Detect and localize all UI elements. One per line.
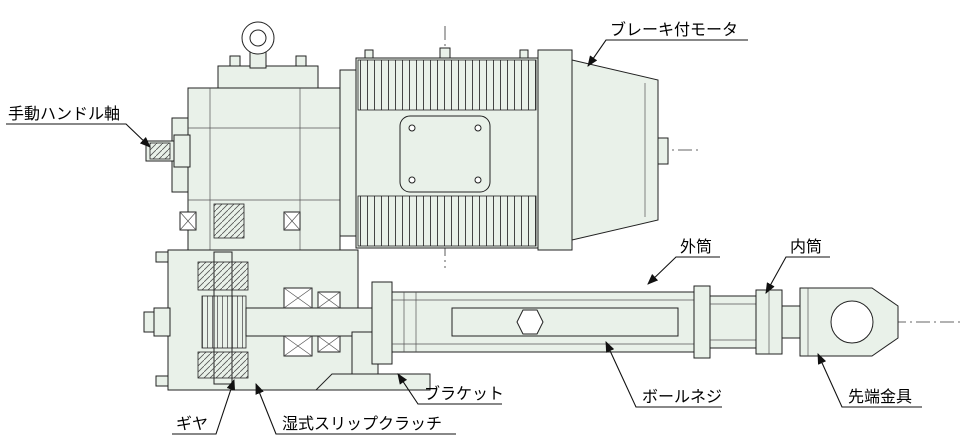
bolt-stub: [155, 251, 169, 263]
leader-wet-slip-clutch: [255, 382, 456, 435]
motor-top-stub: [439, 47, 451, 59]
brake-cone: [571, 59, 659, 241]
end-fitting-hole: [830, 300, 874, 344]
handle-shaft-collar: [173, 134, 191, 168]
taper-bearing: [283, 287, 313, 309]
leader-lines: [6, 39, 922, 435]
plate-screw: [408, 176, 416, 184]
bearing: [179, 211, 197, 231]
leader-ball-screw: [605, 341, 722, 408]
left-shaft-cap: [143, 311, 155, 333]
motor-fins-top: [357, 59, 537, 111]
upper-gear-section: [213, 203, 245, 239]
leader-manual-handle-shaft: [6, 123, 151, 148]
cylinder-assembly: [371, 281, 899, 365]
motor-terminal-plate: [399, 115, 491, 193]
label-brake-motor: ブレーキ付モータ: [610, 20, 738, 39]
taper-bearing: [283, 335, 313, 357]
bracket-base-plate: [314, 373, 431, 391]
gear-bottom: [197, 351, 249, 379]
brake-release-stub: [657, 137, 669, 165]
leader-bracket: [397, 373, 502, 405]
bolt-boss: [229, 55, 241, 67]
ball-nut-hex: [516, 309, 544, 335]
bolt-boss: [295, 55, 307, 67]
slip-clutch-pack: [201, 295, 247, 349]
motor-front-flange: [339, 69, 357, 237]
label-bracket: ブラケット: [424, 384, 504, 403]
leader-inner-tube: [765, 256, 830, 294]
labels: ブレーキ付モータ 手動ハンドル軸 外筒 内筒 ブラケット ボールネジ 先端金具 …: [8, 20, 912, 433]
motor-bolt: [364, 49, 374, 59]
leader-end-fitting: [817, 352, 922, 408]
taper-bearing: [317, 291, 341, 309]
bolt-stub: [155, 375, 169, 387]
motor-fins-bottom: [357, 195, 537, 247]
handle-shaft-hatch: [149, 142, 171, 160]
label-ball-screw: ボールネジ: [642, 388, 722, 406]
brake-flange: [537, 49, 573, 251]
gear-top: [197, 261, 249, 291]
leader-outer-tube: [647, 256, 720, 285]
plate-screw: [408, 124, 416, 132]
left-shaft-collar: [153, 307, 171, 337]
label-wet-slip-clutch: 湿式スリップクラッチ: [282, 415, 442, 433]
label-end-fitting: 先端金具: [848, 388, 912, 406]
gearbox-lower: [143, 249, 377, 391]
gearbox-top-plate: [217, 65, 319, 89]
tube-coupling: [693, 285, 711, 359]
bearing: [283, 211, 301, 231]
inner-tube: [709, 295, 757, 349]
motor: [339, 47, 539, 249]
brake-housing: [537, 49, 669, 251]
label-inner-tube: 内筒: [790, 238, 822, 256]
ball-screw-shaft: [451, 307, 679, 337]
rod-neck: [781, 305, 801, 339]
eyebolt-ring-inner: [249, 29, 267, 47]
plate-screw: [474, 176, 482, 184]
motor-bolt: [519, 49, 529, 59]
label-gear: ギヤ: [176, 415, 208, 433]
label-outer-tube: 外筒: [680, 238, 712, 256]
cylinder-mount-flange: [371, 281, 393, 365]
leader-gear: [172, 378, 236, 435]
leader-brake-motor: [587, 39, 748, 67]
gearbox-upper: [145, 21, 341, 251]
plate-screw: [474, 124, 482, 132]
gearbox-upper-housing: [187, 87, 341, 251]
taper-bearing: [317, 335, 341, 353]
label-manual-handle-shaft: 手動ハンドル軸: [8, 105, 120, 123]
